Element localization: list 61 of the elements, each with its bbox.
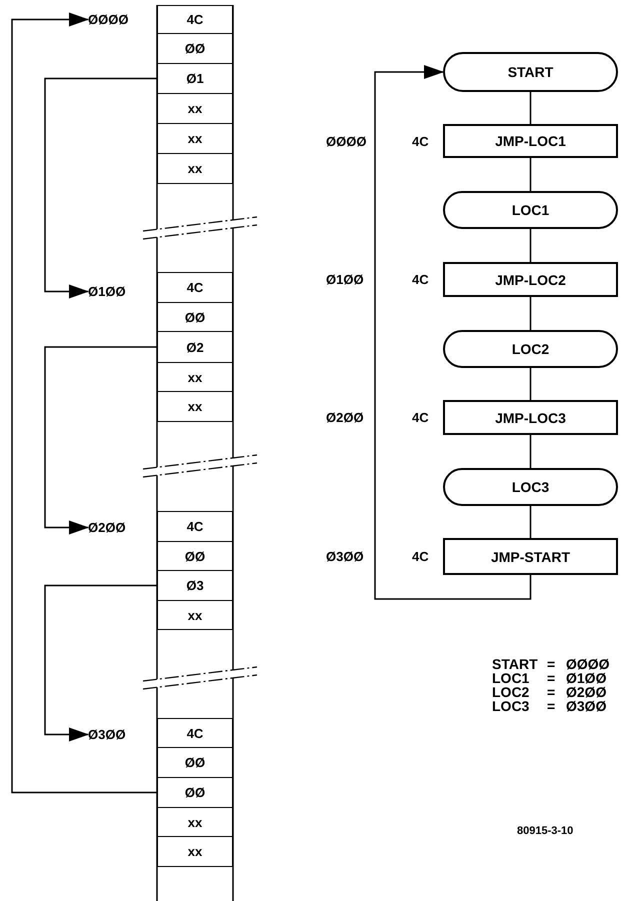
symbol-name: LOC1 <box>492 670 530 686</box>
memory-cell: ØØ <box>157 777 233 808</box>
memory-cell: Ø1 <box>157 63 233 94</box>
opcode-label: 4C <box>412 549 429 564</box>
symbol-name: LOC2 <box>492 684 530 700</box>
memory-cell: xx <box>157 153 233 184</box>
connector-line <box>530 92 532 124</box>
memory-cell: ØØ <box>157 302 233 332</box>
connector-line <box>530 297 532 330</box>
address-label: Ø3ØØ <box>326 549 364 564</box>
symbol-name: START <box>492 656 538 672</box>
address-label: Ø1ØØ <box>326 272 364 287</box>
address-value: Ø2ØØ <box>566 684 606 700</box>
memory-cell: 4C <box>157 272 233 303</box>
arrow <box>44 584 157 742</box>
equals-sign: = <box>547 684 556 700</box>
symbol-name: LOC3 <box>492 698 530 714</box>
address-label: Ø1ØØ <box>88 283 126 300</box>
memory-cell: ØØ <box>157 747 233 778</box>
address-label: ØØØØ <box>88 11 128 28</box>
opcode-label: 4C <box>412 134 429 149</box>
address-label: Ø3ØØ <box>88 726 126 743</box>
connector-line <box>530 158 532 191</box>
memory-cell: 4C <box>157 5 233 34</box>
address-label: Ø2ØØ <box>326 410 364 425</box>
address-label: Ø2ØØ <box>88 519 126 536</box>
equals-sign: = <box>547 670 556 686</box>
address-label: ØØØØ <box>326 134 366 149</box>
arrow <box>44 78 157 298</box>
address-value: ØØØØ <box>566 656 610 672</box>
memory-cell: 4C <box>157 511 233 542</box>
equals-sign: = <box>547 656 556 672</box>
address-value: Ø3ØØ <box>566 698 606 714</box>
connector-line <box>530 229 532 262</box>
process-box: JMP-LOC2 <box>443 262 618 297</box>
memory-cell: ØØ <box>157 541 233 571</box>
memory-cell: 4C <box>157 718 233 748</box>
equals-sign: = <box>547 698 556 714</box>
memory-cell: xx <box>157 391 233 422</box>
arrow <box>44 346 157 534</box>
memory-cell: Ø3 <box>157 570 233 601</box>
arrow <box>374 65 532 600</box>
arrow <box>11 12 157 794</box>
opcode-label: 4C <box>412 272 429 287</box>
memory-cell: ØØ <box>157 33 233 64</box>
process-box: JMP-START <box>443 538 618 575</box>
memory-cell: xx <box>157 600 233 630</box>
address-value: Ø1ØØ <box>566 670 606 686</box>
connector-line <box>530 506 532 538</box>
connector-line <box>530 368 532 400</box>
memory-cell: xx <box>157 123 233 154</box>
process-box: JMP-LOC3 <box>443 400 618 435</box>
memory-cell: xx <box>157 362 233 392</box>
memory-cell: xx <box>157 836 233 867</box>
opcode-label: 4C <box>412 410 429 425</box>
figure-number: 80915-3-10 <box>517 825 574 837</box>
process-box: JMP-LOC1 <box>443 124 618 158</box>
memory-cell: Ø2 <box>157 331 233 363</box>
memory-cell: xx <box>157 93 233 124</box>
memory-cell: xx <box>157 807 233 837</box>
connector-line <box>530 435 532 468</box>
